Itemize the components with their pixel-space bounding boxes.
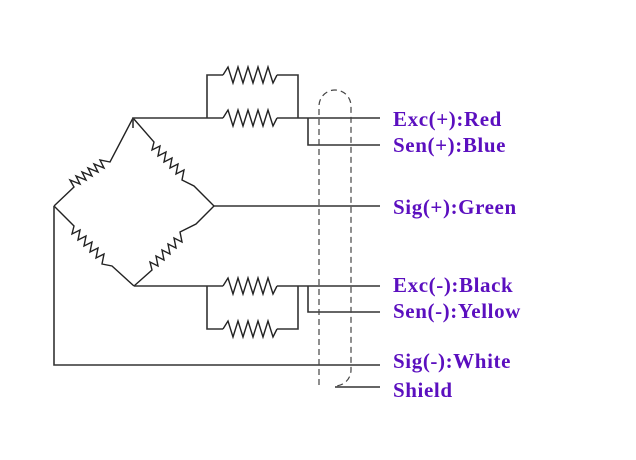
label-sig-pos: Sig(+):Green — [393, 195, 517, 219]
label-shield: Shield — [393, 378, 453, 402]
top-resistor-upper — [222, 64, 278, 86]
top-compensation-network — [132, 64, 380, 146]
sen-pos-wire — [307, 118, 380, 146]
wheatstone-bridge — [53, 117, 215, 287]
cable-shield — [318, 89, 352, 387]
sen-neg-wire — [307, 286, 380, 313]
bottom-resistor-lower — [222, 318, 278, 340]
bottom-resistor-upper — [222, 275, 278, 297]
bridge-resistor-bottom-left — [53, 205, 135, 287]
label-exc-pos: Exc(+):Red — [393, 107, 502, 131]
label-sig-neg: Sig(-):White — [393, 349, 511, 373]
bridge-resistor-top-left — [53, 117, 134, 207]
bridge-resistor-top-right — [132, 117, 215, 207]
label-sen-pos: Sen(+):Blue — [393, 133, 506, 157]
wire-labels: Exc(+):Red Sen(+):Blue Sig(+):Green Exc(… — [393, 107, 521, 402]
label-sen-neg: Sen(-):Yellow — [393, 299, 521, 323]
bottom-compensation-network — [134, 275, 380, 340]
label-exc-neg: Exc(-):Black — [393, 273, 513, 297]
sig-neg-wire — [53, 206, 380, 366]
bridge-resistor-bottom-right — [133, 205, 215, 287]
top-resistor-lower — [222, 107, 278, 129]
